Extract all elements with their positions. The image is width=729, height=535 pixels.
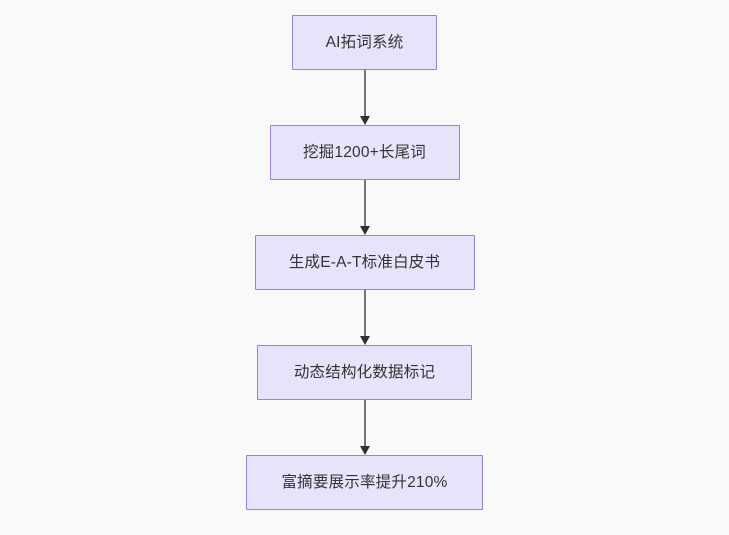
flow-connector-1 [358,70,372,125]
flow-node-label: 生成E-A-T标准白皮书 [288,253,441,271]
flow-node-label: 动态结构化数据标记 [293,363,436,381]
flow-node-rich-snippet-impression-uplift[interactable]: 富摘要展示率提升210% [246,455,483,510]
arrow-head-icon [359,226,370,235]
flow-node-label: AI拓词系统 [325,33,404,51]
flow-connector-4 [358,400,372,455]
flow-node-dynamic-structured-data-markup[interactable]: 动态结构化数据标记 [257,345,472,400]
flow-node-label: 富摘要展示率提升210% [281,473,448,491]
connector-line [363,70,366,117]
connector-line [363,290,366,337]
arrow-head-icon [359,336,370,345]
flow-node-generate-eat-whitepaper[interactable]: 生成E-A-T标准白皮书 [254,235,475,290]
connector-line [363,400,366,447]
flow-connector-3 [358,290,372,345]
arrow-head-icon [359,446,370,455]
flow-node-ai-keyword-system[interactable]: AI拓词系统 [292,15,437,70]
flow-node-mine-longtail-keywords[interactable]: 挖掘1200+长尾词 [269,125,460,180]
arrow-head-icon [359,116,370,125]
flow-connector-2 [358,180,372,235]
connector-line [363,180,366,227]
flow-node-label: 挖掘1200+长尾词 [302,143,427,161]
